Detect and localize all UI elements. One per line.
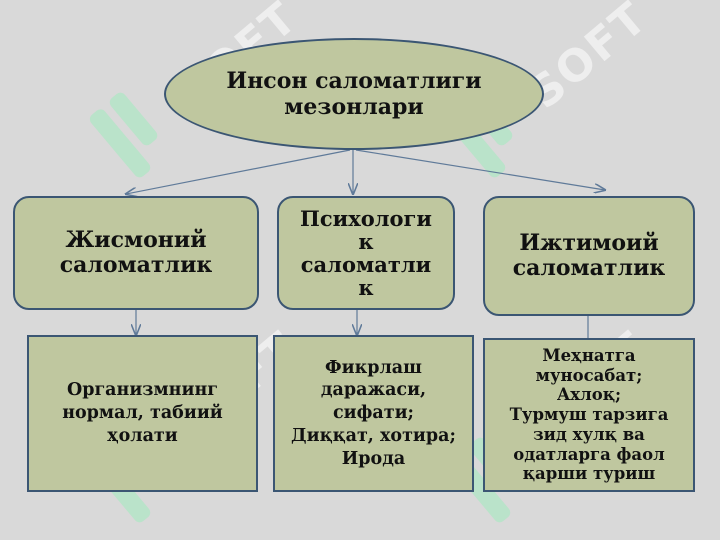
top-node-ellipse: Инсон саломатлиги мезонлари (164, 38, 544, 150)
bottom-box-text: Меҳнатга муносабат; Ахлоқ; Турмуш тарзиг… (509, 345, 669, 484)
bottom-box-text: Фикрлаш даражаси, сифати; Диққат, хотира… (291, 357, 456, 469)
mid-box-social: Ижтимоий саломатлик (483, 196, 695, 316)
top-node-label: Инсон саломатлиги мезонлари (226, 67, 482, 120)
bottom-box-social: Меҳнатга муносабат; Ахлоқ; Турмуш тарзиг… (483, 338, 695, 492)
bottom-box-physical: Организмнинг нормал, табиий ҳолати (27, 335, 258, 492)
bottom-box-text: Организмнинг нормал, табиий ҳолати (62, 380, 223, 446)
arrow-top-to-right (355, 149, 605, 190)
arrow-top-to-left (126, 149, 351, 194)
mid-box-label: Психологи к саломатли к (300, 205, 432, 301)
mid-box-physical: Жисмоний саломатлик (13, 196, 259, 310)
bottom-box-psychological: Фикрлаш даражаси, сифати; Диққат, хотира… (273, 335, 474, 492)
mid-box-psychological: Психологи к саломатли к (277, 196, 455, 310)
mid-box-label: Ижтимоий саломатлик (512, 229, 666, 281)
mid-box-label: Жисмоний саломатлик (59, 226, 213, 278)
